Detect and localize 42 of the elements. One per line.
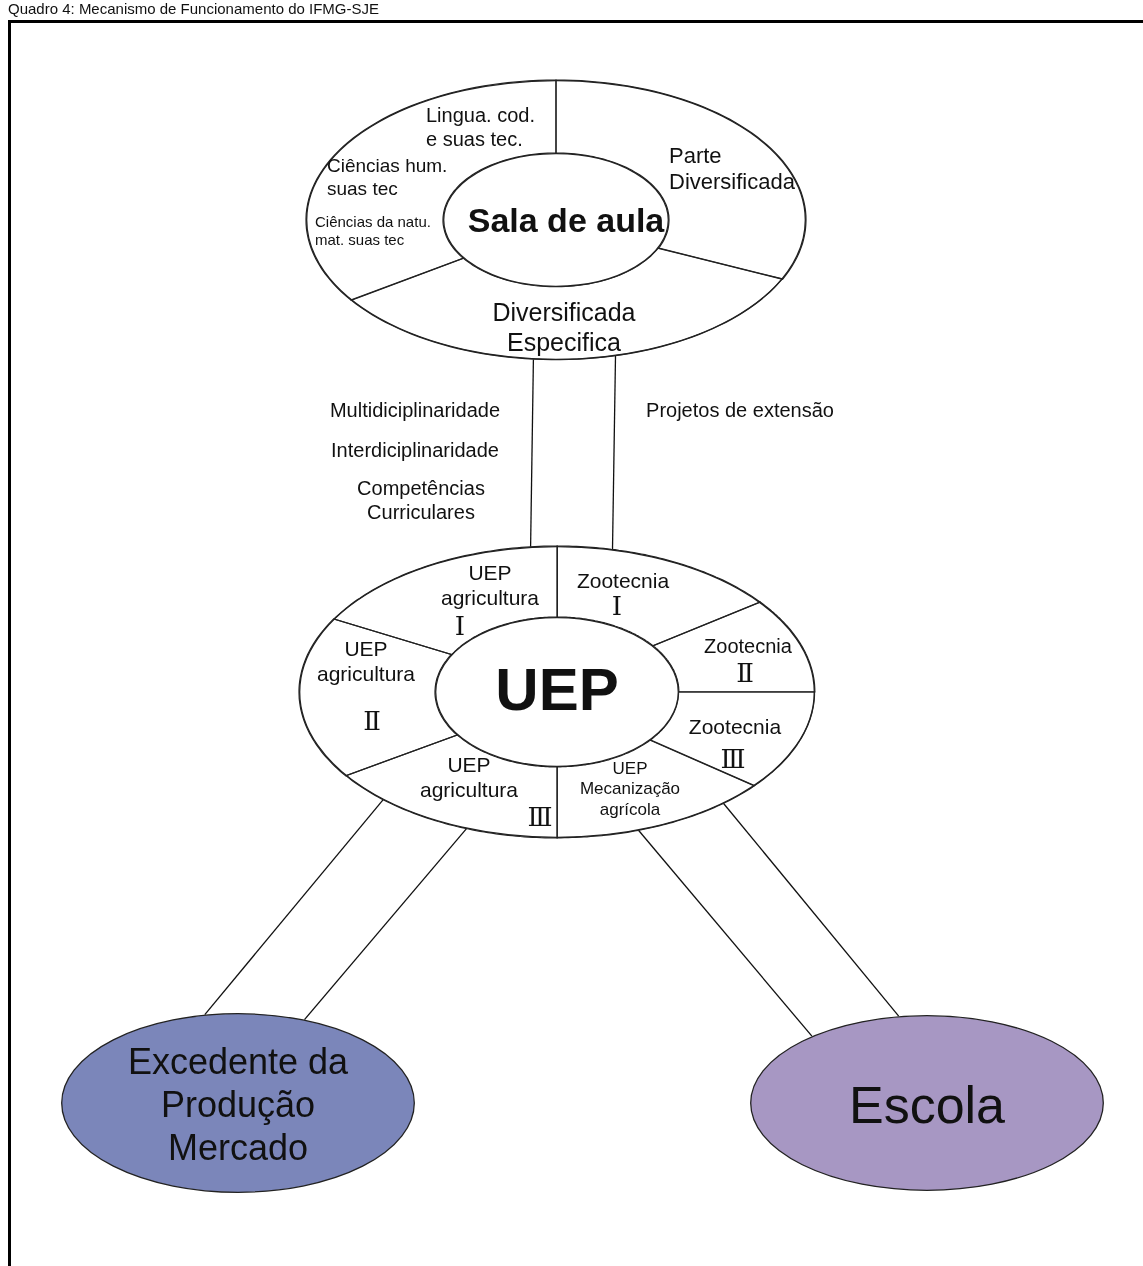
segment-label: Parte Diversificada <box>669 143 796 196</box>
segment-label: Zootecnia <box>688 714 782 740</box>
roman-numeral: Ⅱ <box>736 658 754 690</box>
connector-line <box>303 828 468 1021</box>
ring-segment <box>345 735 557 838</box>
segment-label: Zootecnia <box>704 634 792 658</box>
segment-label: Diversificada Especifica <box>491 297 637 357</box>
ring-segment <box>351 248 783 360</box>
ring-segment <box>557 740 755 838</box>
connector-line <box>529 358 535 548</box>
annotation-text: Multidiciplinaridade <box>329 398 501 422</box>
figure-title: Quadro 4: Mecanismo de Funcionamento do IFMG-SJE <box>8 0 379 18</box>
segment-label: Lingua. cod. e suas tec. <box>426 103 536 151</box>
outer-ellipse <box>306 80 806 360</box>
node-label: Escola <box>848 1074 1006 1136</box>
roman-numeral: Ⅲ <box>720 744 746 776</box>
segment-label: Zootecnia <box>576 568 670 594</box>
roman-numeral: Ⅱ <box>363 706 381 738</box>
ellipse-node <box>61 1013 415 1193</box>
annotation-text: Projetos de extensão <box>646 398 834 422</box>
connector-line <box>638 829 813 1037</box>
node-label: Excedente da Produção Mercado <box>126 1040 350 1170</box>
segment-label: UEP agricultura <box>439 559 540 611</box>
roman-numeral: Ⅰ <box>454 611 466 643</box>
segment-label: Ciências da natu. mat. suas tec <box>315 213 432 249</box>
segment-label: UEP Mecanização agrícola <box>578 759 682 821</box>
ring-segment <box>333 546 557 655</box>
outer-ellipse <box>299 546 815 838</box>
annotation-text: Competências Curriculares <box>356 476 486 524</box>
segment-label: Ciências hum. suas tec <box>327 155 449 201</box>
segment-label: UEP agricultura <box>418 751 519 803</box>
connector-line <box>611 355 617 551</box>
ring-segment <box>653 602 815 692</box>
ellipse-node <box>750 1015 1104 1191</box>
segment-label: UEP agricultura <box>315 635 416 687</box>
connector-line <box>204 799 384 1016</box>
roman-numeral: Ⅰ <box>611 591 623 623</box>
segment-label: Sala de aula <box>467 199 665 241</box>
annotation-text: Interdiciplinaridade <box>331 438 499 462</box>
segment-label: UEP <box>495 655 619 725</box>
connector-line <box>722 802 900 1017</box>
roman-numeral: Ⅲ <box>527 802 553 834</box>
